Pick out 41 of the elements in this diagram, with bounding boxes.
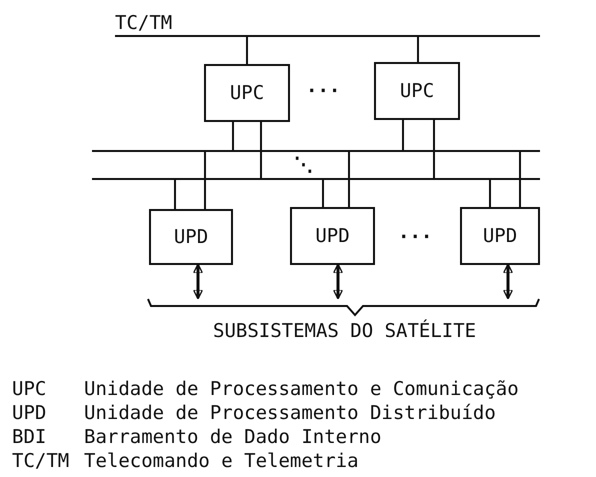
unit-label: UPD — [174, 226, 208, 248]
connector-line — [519, 152, 521, 207]
connector-line — [174, 180, 176, 209]
connector-line — [417, 37, 419, 62]
legend-abbreviation: BDI — [12, 426, 46, 448]
connector-line — [348, 152, 350, 207]
connector-line — [260, 122, 262, 178]
connector-line — [204, 152, 206, 209]
unit-label: UPD — [482, 225, 518, 247]
double-arrow — [192, 263, 204, 300]
unit-box — [204, 64, 290, 122]
unit-box — [149, 209, 233, 265]
connector-line — [246, 37, 248, 64]
legend-description: Unidade de Processamento e Comunicação — [84, 378, 519, 400]
unit-label: UPC — [230, 82, 264, 104]
legend-description: Telecomando e Telemetria — [84, 450, 359, 472]
unit-box — [460, 207, 540, 265]
group-label: SUBSISTEMAS DO SATÉLITE — [213, 320, 476, 342]
unit-box — [374, 62, 460, 120]
legend-description: Barramento de Dado Interno — [84, 426, 382, 448]
legend-abbreviation: UPC — [12, 378, 46, 400]
bus-label: TC/TM — [115, 12, 172, 34]
bus-line — [92, 150, 540, 152]
double-arrow — [502, 263, 514, 300]
connector-line — [433, 120, 435, 178]
double-arrow — [332, 263, 344, 300]
bus-line — [115, 12, 540, 37]
ellipsis: ⋱ — [294, 154, 313, 176]
connector-line — [402, 120, 404, 150]
legend-description: Unidade de Processamento Distribuído — [84, 402, 496, 424]
bus-line — [92, 178, 540, 180]
legend-abbreviation: TC/TM — [12, 450, 70, 472]
ellipsis: ··· — [398, 226, 432, 248]
legend-abbreviation: UPD — [12, 402, 46, 424]
connector-line — [232, 122, 234, 150]
ellipsis: ··· — [306, 80, 340, 102]
unit-box — [290, 207, 375, 265]
connector-line — [322, 180, 324, 207]
unit-label: UPC — [400, 80, 434, 102]
unit-label: UPD — [315, 225, 350, 247]
connector-line — [489, 180, 491, 207]
